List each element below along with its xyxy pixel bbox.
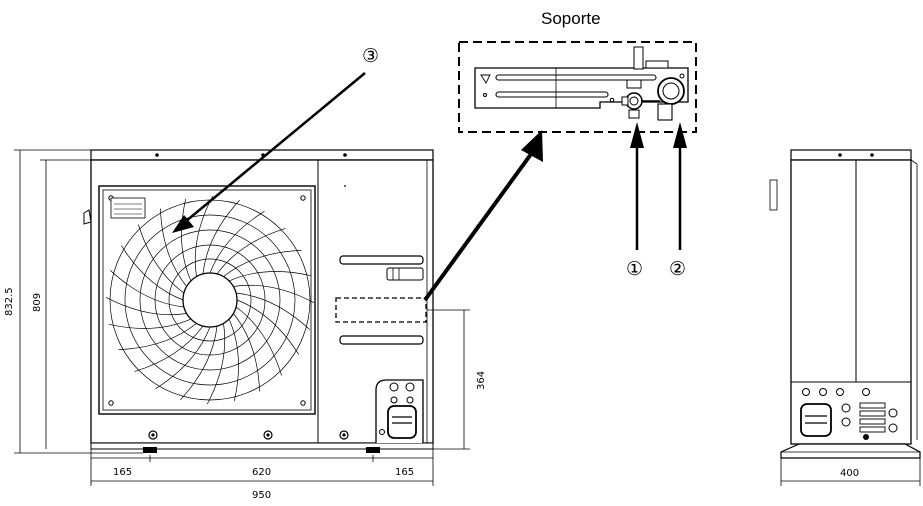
fan-spoke — [194, 195, 214, 277]
callout-2: ② — [669, 259, 686, 280]
front-dimensions — [14, 149, 470, 486]
fan-spoke — [108, 318, 192, 329]
fan-spoke — [216, 228, 286, 275]
side-view — [769, 149, 921, 459]
fan-spoke — [228, 271, 312, 282]
fan-spoke — [233, 313, 260, 392]
callout-arrows — [172, 72, 687, 250]
fan-spoke — [228, 318, 239, 402]
fan-spoke — [110, 270, 184, 308]
dim-right-offset: 165 — [395, 467, 414, 478]
fan-spoke — [121, 245, 184, 301]
fan-spoke — [181, 198, 192, 282]
fan-spoke — [180, 326, 218, 400]
fan-spoke — [138, 224, 185, 294]
bracket-detail — [458, 41, 697, 133]
fan-spoke — [223, 250, 302, 277]
callout-3: ③ — [362, 46, 379, 67]
dim-body-height: 809 — [32, 293, 43, 312]
fan-spoke — [160, 208, 187, 287]
fan-spoke — [233, 284, 315, 304]
dim-foot-spacing: 620 — [252, 467, 271, 478]
fan-spoke — [209, 211, 265, 274]
dim-port-height: 364 — [476, 371, 487, 390]
fan-spoke — [236, 292, 310, 330]
fan-spoke — [206, 323, 226, 405]
fan-spoke — [118, 323, 197, 350]
fan-spoke — [134, 325, 204, 372]
dim-total-height: 832.5 — [4, 287, 15, 316]
dim-side-depth: 400 — [840, 468, 859, 479]
fan-spoke — [236, 299, 299, 355]
fan-spoke — [235, 306, 282, 376]
service-panel — [335, 185, 427, 443]
detail-arrow — [423, 130, 543, 302]
dim-left-offset: 165 — [113, 467, 132, 478]
fan-spoke — [155, 326, 211, 389]
fan-spoke — [105, 296, 187, 316]
fan-spoke — [202, 200, 240, 274]
fan-grille — [98, 185, 316, 415]
dim-total-width: 950 — [252, 490, 271, 501]
callout-1: ① — [626, 259, 643, 280]
side-dimension — [780, 458, 921, 486]
bracket-title: Soporte — [541, 9, 601, 28]
